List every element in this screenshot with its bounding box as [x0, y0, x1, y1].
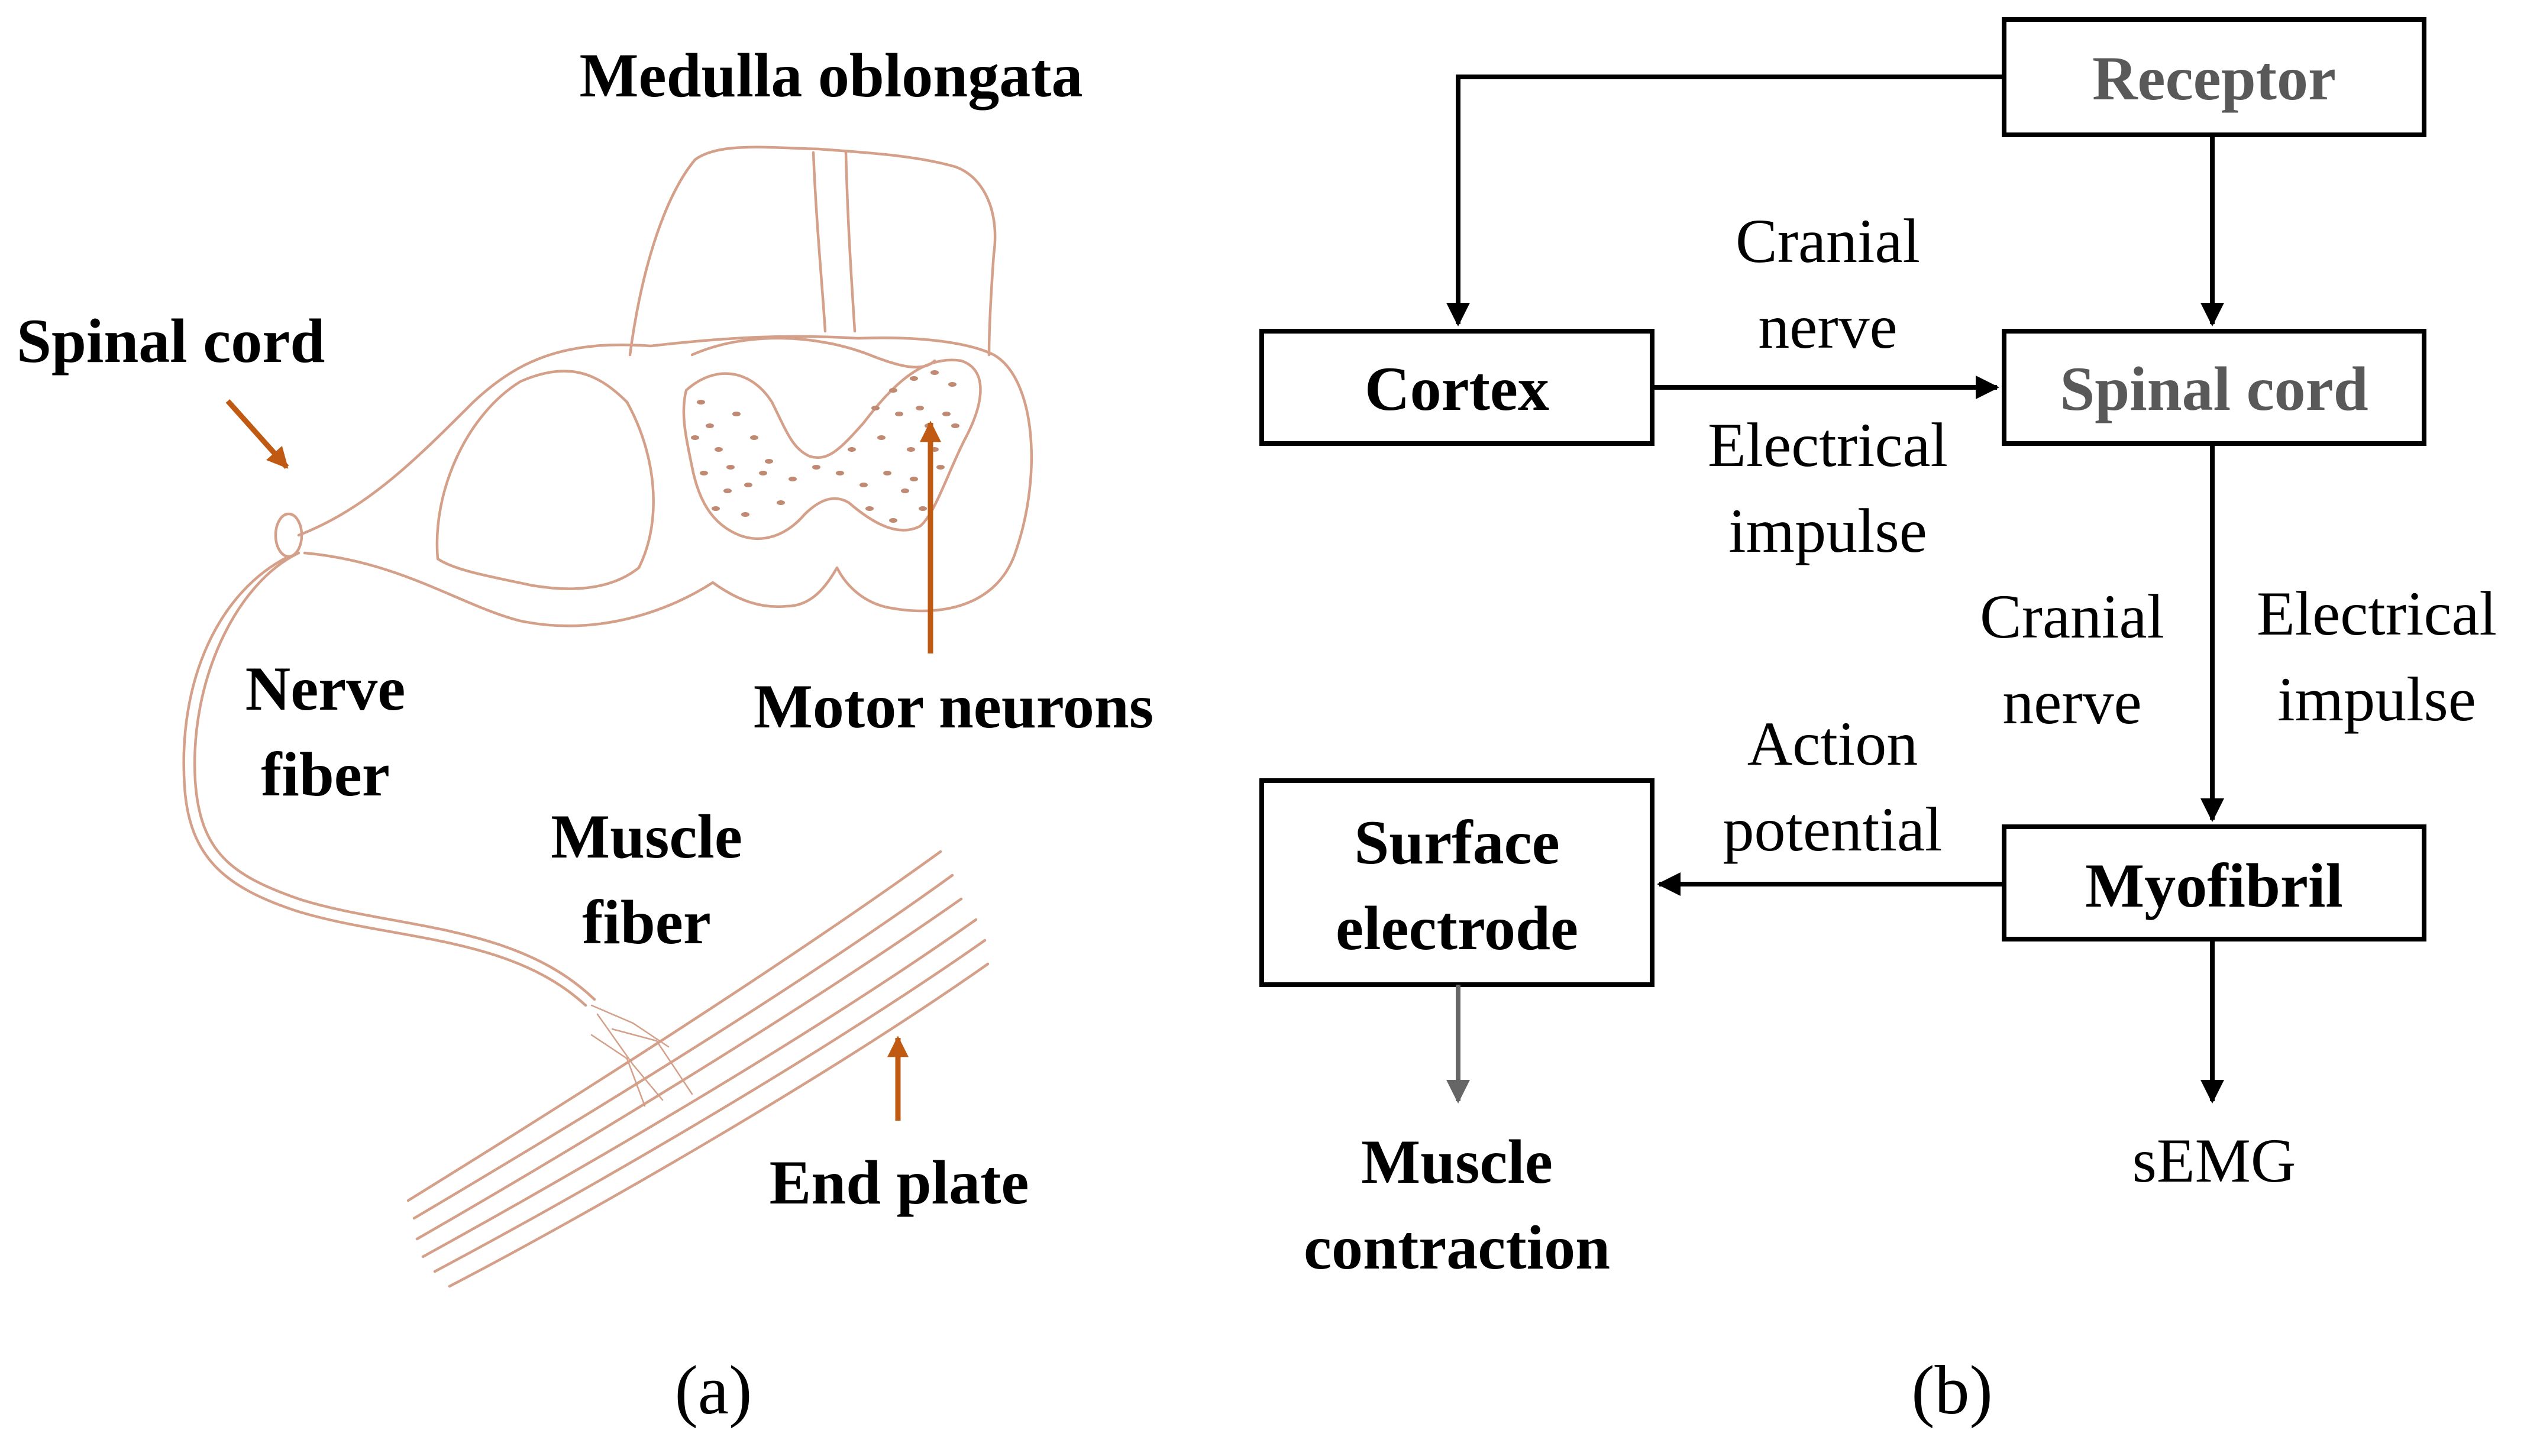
panel-b: Receptor Cortex Spinal cord Myofibril Su… [1259, 17, 2497, 1429]
speckle-dot [789, 477, 797, 481]
receptor-box [2002, 17, 2426, 137]
cortex-spinal-top-label-1: Cranial [1736, 206, 1920, 276]
speckle-dot [700, 471, 708, 475]
speckle-dot [871, 406, 880, 410]
myo-surface-label-1: Action [1747, 709, 1918, 778]
medulla-center-line-2 [844, 151, 857, 333]
spinal-cord-node-label: Spinal cord [2060, 354, 2368, 423]
semg-label: sEMG [2132, 1126, 2296, 1195]
inner-boundary [690, 337, 936, 369]
speckle-dot [765, 459, 773, 464]
speckle-dot [901, 488, 909, 493]
receptor-label: Receptor [2092, 44, 2336, 113]
surface-electrode-label-1: Surface [1354, 808, 1559, 877]
speckle-dot [951, 423, 959, 428]
speckle-dot [889, 388, 897, 393]
medulla-outline [628, 145, 997, 357]
speckle-dot [836, 471, 844, 475]
speckle-dot [936, 465, 945, 470]
caption-b: (b) [1911, 1351, 1993, 1429]
speckle-dot [732, 412, 741, 416]
speckle-dot [691, 435, 699, 440]
white-matter-tract [435, 370, 655, 590]
speckle-dot [723, 488, 732, 493]
speckle-dot [812, 465, 820, 470]
cortex-spinal-top-label-2: nerve [1758, 292, 1897, 361]
speckle-dot [859, 483, 868, 487]
myo-surface-label-2: potential [1723, 795, 1943, 864]
myofibril-label: Myofibril [2085, 851, 2343, 920]
muscle-fiber-label-1: Muscle [551, 802, 742, 871]
speckle-dot [848, 447, 856, 452]
speckle-dot [697, 400, 705, 405]
nerve-fiber [182, 555, 587, 1007]
spinal-myo-left-label-1: Cranial [1980, 582, 2164, 651]
medulla-center-line [812, 151, 827, 333]
speckle-dot [910, 376, 918, 381]
panel-a: Medulla oblongata Spinal cord Motor neur… [17, 41, 1153, 1429]
nerve-fiber-label-2: fiber [261, 740, 390, 809]
speckle-dot [919, 506, 927, 511]
spinal-cross-section-outer [297, 335, 1033, 627]
muscle-contraction-label-2: contraction [1304, 1213, 1610, 1282]
speckle-dot [910, 477, 918, 481]
speckle-dot [777, 500, 785, 505]
speckle-dot [883, 471, 891, 475]
speckle-dot [942, 412, 951, 416]
speckle-dot [916, 406, 924, 410]
speckle-dot [948, 382, 956, 387]
medulla-label: Medulla oblongata [579, 41, 1082, 110]
speckle-dot [865, 506, 874, 511]
speckle-dot [750, 435, 758, 440]
cortex-spinal-bottom-label-1: Electrical [1708, 410, 1948, 480]
speckle-dot [712, 506, 720, 511]
speckle-dot [706, 423, 714, 428]
surface-electrode-label-2: electrode [1336, 894, 1578, 963]
speckle-dot [715, 447, 723, 452]
muscle-fibers [406, 850, 990, 1288]
speckle-dot [726, 465, 735, 470]
muscle-contraction-label-1: Muscle [1361, 1127, 1553, 1196]
speckle-dot [744, 483, 752, 487]
speckle-dot [930, 370, 939, 375]
end-plate-label: End plate [770, 1148, 1029, 1217]
spinal-cord-label: Spinal cord [17, 306, 325, 376]
spinal-cord-pointer [225, 399, 289, 469]
spinal-myo-right-label-1: Electrical [2257, 579, 2497, 648]
edge-receptor-cortex [1446, 75, 2004, 326]
speckle-dot [741, 512, 749, 517]
nerve-fiber-inner [193, 551, 596, 1001]
spinal-myo-right-label-2: impulse [2277, 665, 2476, 734]
spinal-myo-left-label-2: nerve [2002, 668, 2141, 737]
end-plate-branches [590, 1004, 693, 1107]
cortex-spinal-bottom-label-2: impulse [1728, 496, 1927, 565]
cortex-box [1259, 329, 1654, 446]
cortex-label: Cortex [1365, 354, 1549, 423]
speckle-dot [895, 412, 903, 416]
grey-matter-speckle [691, 370, 959, 523]
nerve-fiber-label-1: Nerve [245, 654, 406, 723]
motor-neurons-label: Motor neurons [754, 672, 1153, 741]
grey-matter [682, 358, 982, 541]
speckle-dot [889, 518, 897, 523]
speckle-dot [759, 471, 767, 475]
speckle-dot [907, 447, 915, 452]
caption-a: (a) [675, 1351, 752, 1429]
speckle-dot [877, 435, 886, 440]
muscle-fiber-label-2: fiber [582, 888, 711, 957]
